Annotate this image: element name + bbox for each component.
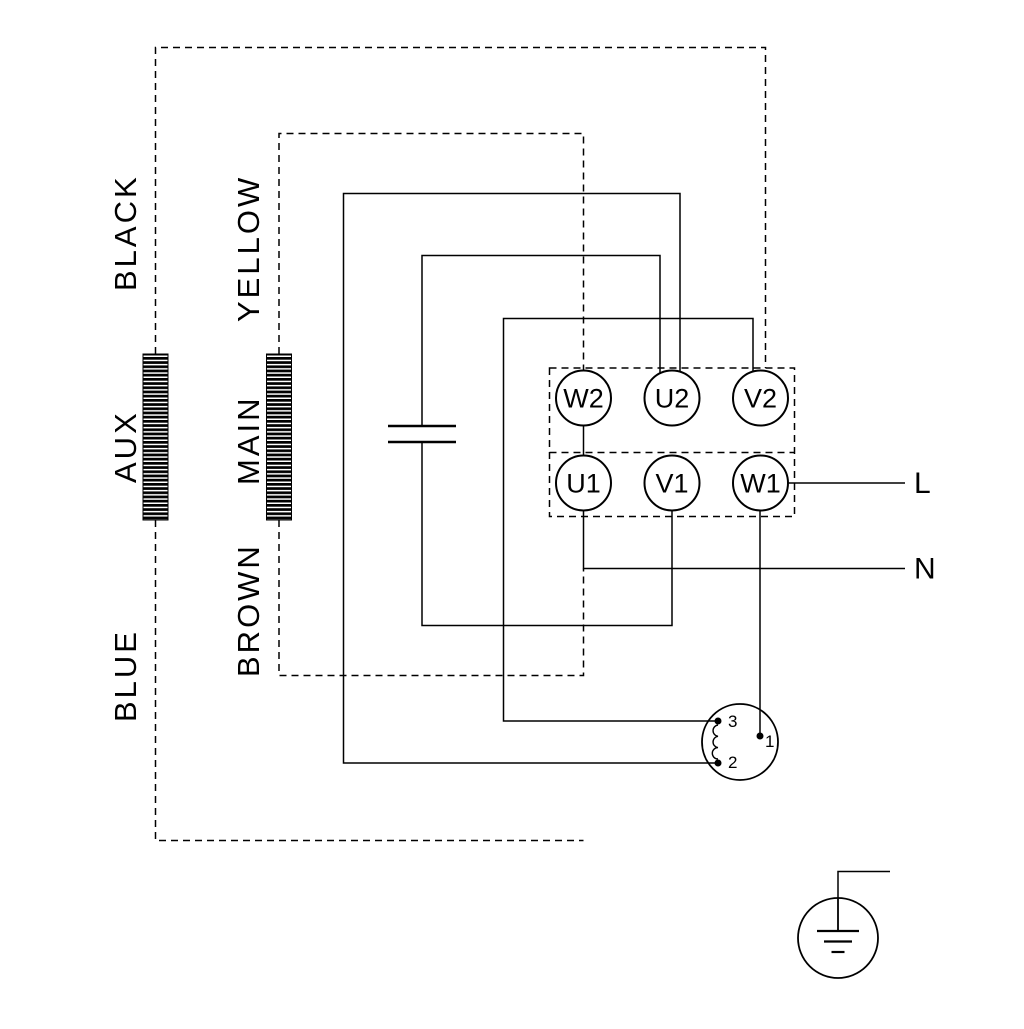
ground-circle: [797, 897, 879, 979]
terminal-u2-label: U2: [655, 384, 690, 414]
thermal-protector-circle: [701, 703, 779, 781]
thermal-terminal-1-dot: [756, 732, 764, 740]
thermal-pin2-label: 2: [728, 753, 737, 772]
thermal-pin2-to-u2-wire: [342, 192, 718, 764]
yellow-wire-dashed-path: [278, 132, 585, 371]
main-winding-symbol: [266, 353, 292, 521]
terminal-u1-label: U1: [566, 469, 601, 499]
black-wire-label: BLACK: [108, 174, 143, 291]
thermal-protector: 3 2 1: [701, 703, 779, 781]
aux-winding-label: AUX: [108, 410, 143, 483]
u1-to-neutral-wire: [582, 510, 905, 570]
brown-wire-dashed-path: [278, 520, 585, 677]
thermal-pin3-to-v2-wire: [502, 317, 754, 722]
main-winding-label: MAIN: [231, 396, 266, 486]
yellow-wire-label: YELLOW: [231, 175, 266, 322]
terminal-v2-circle: [732, 369, 789, 427]
terminal-w2-label: W2: [563, 384, 604, 414]
brown-wire-label: BROWN: [231, 543, 266, 677]
terminal-u2-circle: [643, 369, 701, 427]
capacitor-top-to-u2-wire: [421, 254, 661, 426]
terminal-v2-label: V2: [744, 384, 777, 414]
line-supply-label: L: [914, 467, 931, 500]
ground-lead-wire: [837, 870, 890, 899]
blue-wire-dashed-path: [154, 520, 584, 842]
terminal-w1-label: W1: [740, 469, 781, 499]
thermal-pin3-label: 3: [728, 712, 737, 731]
thermal-pin1-label: 1: [765, 732, 774, 751]
neutral-supply-label: N: [914, 553, 936, 586]
thermal-terminal-3-dot: [714, 717, 722, 725]
earth-ground-icon: [797, 870, 890, 979]
capacitor-icon: [388, 424, 456, 444]
thermal-heater-coil-icon: [711, 724, 719, 760]
thermal-terminal-2-dot: [714, 759, 722, 767]
capacitor-bottom-to-v1-wire: [421, 442, 673, 627]
aux-winding-symbol: [142, 353, 169, 521]
blue-wire-label: BLUE: [108, 629, 143, 722]
terminal-v1-label: V1: [655, 469, 688, 499]
